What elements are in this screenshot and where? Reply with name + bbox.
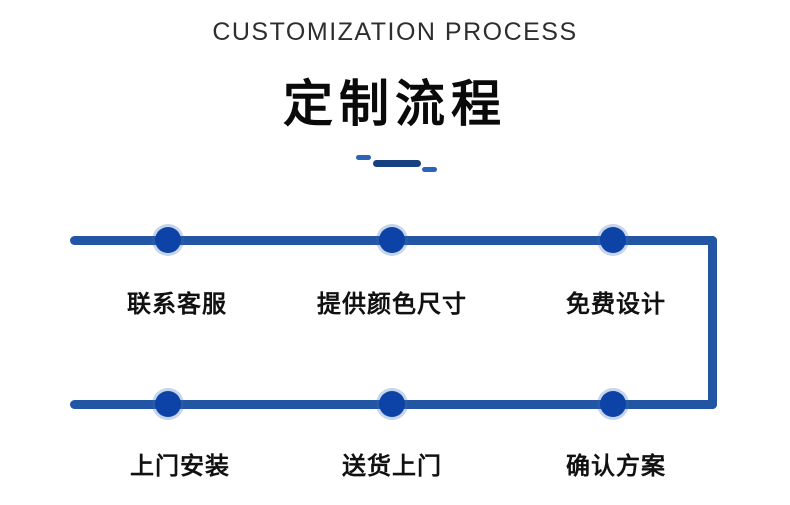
step-label-provide-color-size: 提供颜色尺寸 bbox=[317, 291, 467, 318]
step-dot bbox=[600, 227, 626, 253]
divider-dash-right bbox=[422, 167, 437, 172]
flow-line-vertical bbox=[708, 236, 717, 409]
section-title: 定制流程 bbox=[283, 76, 507, 132]
step-label-free-design: 免费设计 bbox=[566, 291, 666, 318]
step-dot bbox=[379, 227, 405, 253]
divider-dash-center bbox=[373, 160, 421, 167]
section-subtitle: CUSTOMIZATION PROCESS bbox=[212, 18, 578, 46]
step-label-home-delivery: 送货上门 bbox=[342, 453, 442, 480]
step-dot bbox=[600, 391, 626, 417]
divider-dash-left bbox=[356, 155, 371, 160]
step-dot bbox=[379, 391, 405, 417]
step-label-confirm-plan: 确认方案 bbox=[566, 453, 666, 480]
title-divider bbox=[350, 150, 442, 178]
step-label-contact-service: 联系客服 bbox=[127, 291, 227, 318]
step-dot bbox=[155, 391, 181, 417]
step-dot bbox=[155, 227, 181, 253]
step-label-onsite-installation: 上门安装 bbox=[130, 453, 230, 480]
